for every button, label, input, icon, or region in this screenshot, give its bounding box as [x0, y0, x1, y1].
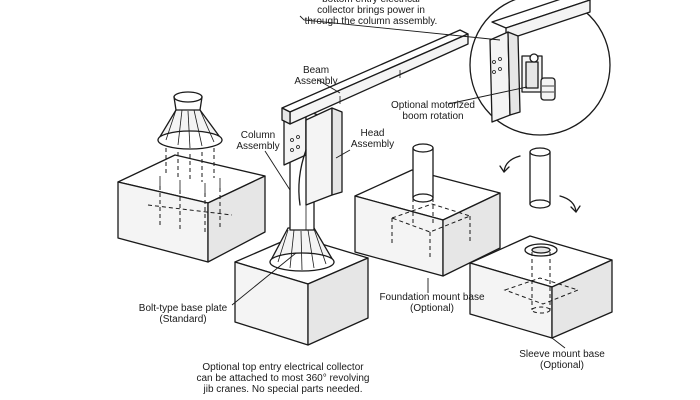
bolt-type-base-label: Bolt-type base plate (Standard): [138, 303, 228, 325]
exploded-sleeve-column: [499, 147, 581, 213]
beam-assembly: [281, 29, 469, 152]
motorized-rotation-label: Optional motorized boom rotation: [391, 100, 475, 122]
head-assembly: [298, 107, 343, 206]
crane-base-plate: [269, 227, 335, 272]
sleeve-mount-block: [469, 235, 613, 339]
column-assembly-label: Column Assembly: [236, 130, 280, 152]
collector-detail-inset: [469, 0, 611, 136]
sleeve-mount-label: Sleeve mount base (Optional): [519, 349, 605, 371]
head-assembly-label: Head Assembly: [350, 128, 395, 150]
foundation-mount-label: Foundation mount base (Optional): [379, 292, 485, 314]
beam-assembly-label: Beam Assembly: [294, 65, 338, 87]
collector-bottom-label: bottom entry electrical collector brings…: [304, 0, 438, 27]
leader-lines: [231, 15, 566, 349]
bolt-base-block: [117, 154, 266, 263]
collector-top-note: Optional top entry electrical collector …: [196, 362, 370, 395]
foundation-mount-block: [354, 143, 501, 277]
exploded-bolt-base-plate: [157, 91, 223, 182]
